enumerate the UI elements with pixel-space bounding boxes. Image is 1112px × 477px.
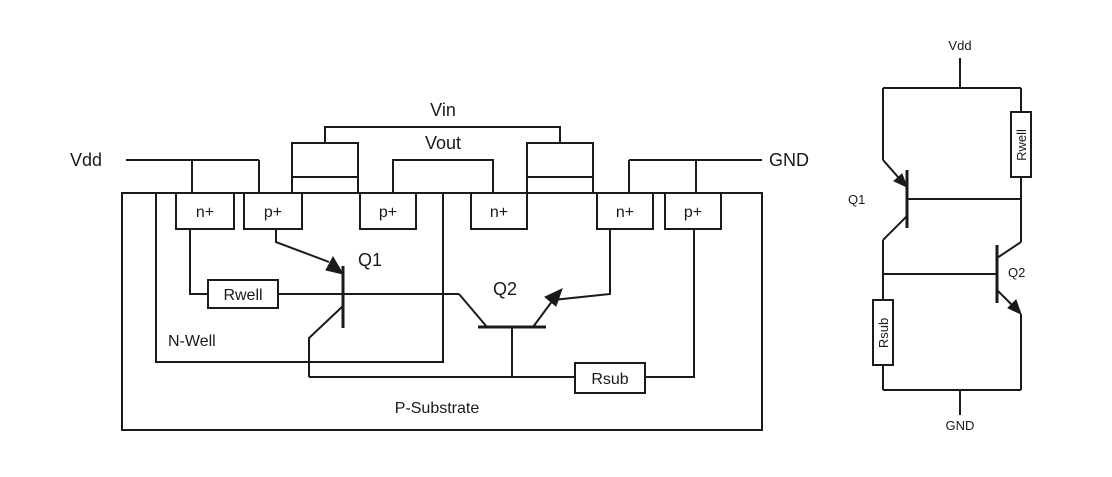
n-plus-region-2 <box>470 192 528 230</box>
q1-emitter <box>275 229 330 263</box>
p-plus-region-1 <box>243 192 303 230</box>
n-plus-region-3 <box>596 192 654 230</box>
pmos-gate <box>291 142 359 178</box>
ec-q2-label: Q2 <box>1008 265 1025 280</box>
p-plus-region-2 <box>359 192 417 230</box>
vout-wire <box>392 159 494 193</box>
p-plus-region-3 <box>664 192 722 230</box>
rsub-label: Rsub <box>591 371 628 388</box>
q1-label: Q1 <box>358 250 382 270</box>
n-well-boundary <box>155 193 444 363</box>
nmos-gate <box>526 142 594 178</box>
ec-rsub-label: Rsub <box>876 318 891 348</box>
equivalent-circuit: Vdd Rwell Q1 Q2 Rsub GND <box>848 38 1032 433</box>
ec-rwell-label: Rwell <box>1014 129 1029 161</box>
p-plus-3-label: p+ <box>684 204 702 221</box>
n-plus-region-1 <box>175 192 235 230</box>
n-plus-3-label: n+ <box>616 204 634 221</box>
ec-q2-emitter-arrow <box>1007 299 1022 315</box>
ec-q1-emitter-arrow <box>893 173 908 188</box>
q1-emitter-arrow <box>325 255 345 275</box>
p-plus-1-label: p+ <box>264 204 282 221</box>
q2-emitter-arrow <box>544 288 563 307</box>
n-plus-1-label: n+ <box>196 204 214 221</box>
rwell-resistor <box>207 279 279 309</box>
q1-collector <box>308 305 344 377</box>
vin-wire <box>324 126 561 143</box>
vdd-label: Vdd <box>70 150 102 170</box>
p-plus-2-label: p+ <box>379 204 397 221</box>
vin-label: Vin <box>430 100 456 120</box>
ec-gnd-label: GND <box>946 418 975 433</box>
n-plus-2-label: n+ <box>490 204 508 221</box>
vout-label: Vout <box>425 133 461 153</box>
q2-emitter <box>532 229 611 328</box>
rsub-resistor <box>574 362 646 394</box>
ec-vdd-label: Vdd <box>948 38 971 53</box>
cmos-cross-section: n+ p+ p+ n+ n+ p+ Vin Vout Vdd GND Rwel <box>70 100 809 431</box>
p-substrate-label: P-Substrate <box>395 400 480 417</box>
q2-label: Q2 <box>493 279 517 299</box>
ec-q1-label: Q1 <box>848 192 865 207</box>
q2-collector <box>458 293 488 328</box>
gnd-label: GND <box>769 150 809 170</box>
rwell-label: Rwell <box>223 287 262 304</box>
n-well-label: N-Well <box>168 333 216 350</box>
